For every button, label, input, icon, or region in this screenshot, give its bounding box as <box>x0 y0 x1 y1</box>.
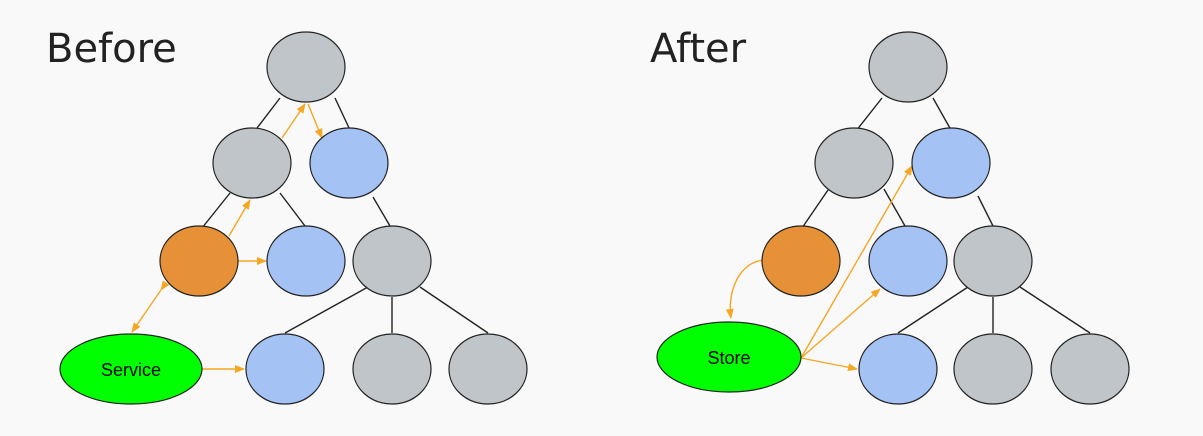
flow-arrow <box>281 103 306 139</box>
flow-arrow <box>307 103 323 139</box>
tree-node <box>352 333 432 405</box>
after-nodes <box>656 31 1130 405</box>
flow-arrow <box>800 357 858 372</box>
service-node <box>59 333 203 405</box>
tree-node-source <box>159 225 239 297</box>
before-title: Before <box>46 26 177 72</box>
tree-node-root <box>868 31 948 103</box>
tree-edge <box>201 192 231 229</box>
tree-node-updated <box>868 225 948 297</box>
tree-node <box>448 333 528 405</box>
flow-arrow <box>131 280 170 333</box>
tree-node-updated <box>858 333 938 405</box>
flow-arrow <box>725 259 765 319</box>
before-flow-arrows <box>131 103 323 373</box>
after-flow-arrows <box>725 165 913 372</box>
tree-node-updated <box>309 127 389 199</box>
tree-node-updated <box>245 333 325 405</box>
before-nodes <box>59 31 528 405</box>
store-label: Store <box>707 348 750 368</box>
tree-edge <box>932 97 952 131</box>
tree-edge <box>419 286 489 334</box>
flow-arrow <box>228 199 251 237</box>
tree-edge <box>372 196 391 227</box>
after-tree-edges <box>801 97 1091 334</box>
before-tree-edges <box>201 97 489 334</box>
tree-node-root <box>266 31 346 103</box>
tree-edge <box>253 97 281 133</box>
tree-node <box>1050 333 1130 405</box>
tree-edge <box>334 97 351 131</box>
tree-edge <box>897 286 969 334</box>
tree-edge <box>801 189 829 229</box>
tree-node-updated <box>911 127 991 199</box>
tree-node <box>212 127 292 199</box>
tree-edge <box>977 195 994 227</box>
tree-edge <box>883 188 906 227</box>
tree-edge <box>284 286 369 334</box>
store-node <box>656 321 802 393</box>
before-panel: Before <box>46 26 528 405</box>
tree-edge <box>1019 286 1091 334</box>
flow-arrow <box>800 288 881 359</box>
flow-arrow <box>800 165 913 359</box>
after-title: After <box>650 26 747 72</box>
tree-node <box>814 127 894 199</box>
tree-node <box>352 225 432 297</box>
service-label: Service <box>101 360 161 380</box>
tree-edge <box>855 97 883 132</box>
tree-node <box>953 225 1033 297</box>
tree-edge <box>279 192 306 227</box>
tree-node-source <box>761 225 841 297</box>
after-panel: After <box>650 26 1130 405</box>
tree-node <box>953 333 1033 405</box>
tree-node-updated <box>266 225 346 297</box>
